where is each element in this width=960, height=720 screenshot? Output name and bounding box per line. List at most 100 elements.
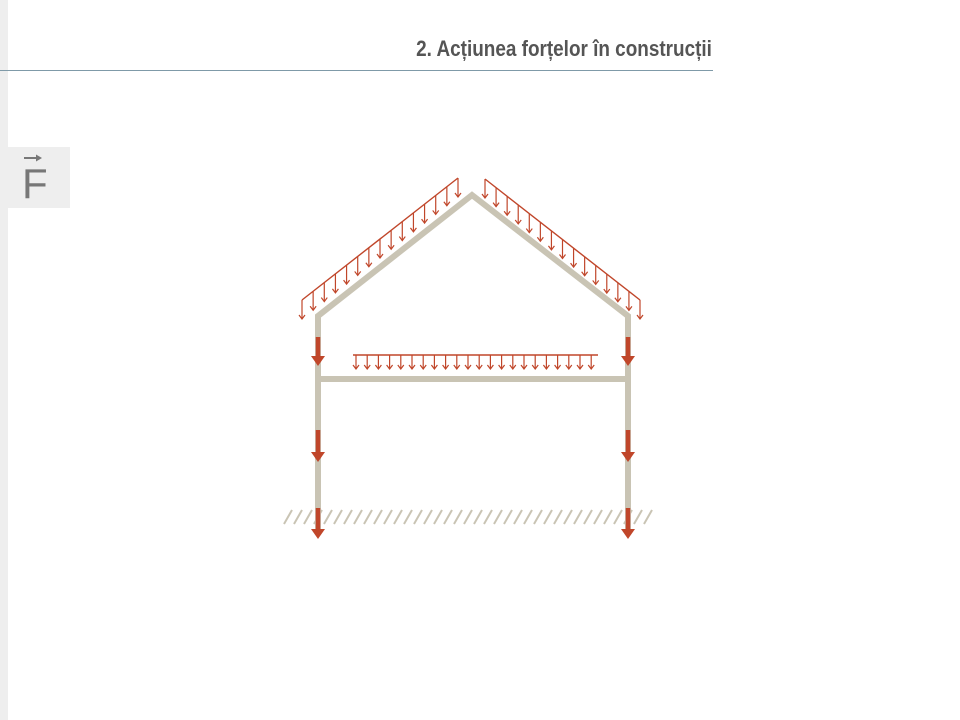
ground-hatch-mark (593, 509, 603, 525)
load-arrow-head (365, 262, 373, 268)
building-frame (315, 191, 631, 532)
force-vector-badge: F (8, 147, 70, 208)
load-arrow-head (408, 364, 416, 370)
force-vector-icon: F (22, 154, 48, 207)
ground-hatch-mark (553, 509, 563, 525)
load-arrow-head (509, 364, 517, 370)
load-arrow-head (443, 201, 451, 207)
ground-hatch-mark (363, 509, 373, 525)
load-arrow-head (430, 364, 438, 370)
load-arrow-head (421, 218, 429, 225)
load-arrow-head (636, 314, 644, 320)
load-arrow-head (354, 271, 362, 277)
ground-hatch-mark (453, 509, 463, 525)
ground-hatch-mark (603, 509, 613, 525)
load-arrow-head (481, 193, 489, 199)
ground-hatch-mark (383, 509, 393, 525)
ground-hatch-mark (293, 509, 303, 525)
load-arrow-head (525, 228, 533, 234)
force-symbol: F (22, 160, 48, 207)
point-load-head (311, 529, 325, 539)
load-arrow-head (320, 297, 328, 303)
left-margin-strip (0, 0, 8, 720)
load-arrow-head (376, 253, 384, 259)
point-load-head (311, 356, 325, 366)
roof-load-right (481, 178, 644, 320)
load-arrow-head (581, 271, 589, 277)
ground-hatch-mark (413, 509, 423, 525)
ground-hatch-mark (563, 509, 573, 525)
load-arrow-head (409, 227, 417, 233)
ground-hatch (283, 509, 653, 525)
ground-hatch-mark (573, 509, 583, 525)
load-arrow-head (386, 364, 394, 370)
load-arrow-head (592, 280, 600, 286)
load-arrow-head (492, 202, 500, 208)
load-arrow-head (464, 364, 472, 370)
load-arrow-head (547, 245, 555, 251)
load-arrow-head (486, 364, 494, 370)
load-arrow-head (576, 364, 584, 370)
ground-hatch-mark (303, 509, 313, 525)
load-arrow-head (570, 262, 578, 269)
load-arrow-head (542, 364, 550, 370)
ground-hatch-mark (473, 509, 483, 525)
load-arrow-head (498, 364, 506, 370)
load-arrow-head (298, 314, 306, 320)
load-arrow-head (387, 244, 395, 251)
ground-hatch-mark (613, 509, 623, 525)
load-arrow-head (536, 236, 544, 243)
load-arrow-head (520, 364, 528, 370)
load-arrow-head (419, 364, 427, 370)
ground-hatch-mark (503, 509, 513, 525)
ground-hatch-mark (353, 509, 363, 525)
load-arrow-head (559, 254, 566, 260)
ground-hatch-mark (523, 509, 533, 525)
ground-hatch-mark (533, 509, 543, 525)
ground-hatch-mark (333, 509, 343, 525)
load-arrow-head (565, 364, 573, 370)
load-arrow-head (453, 364, 461, 370)
ground-hatch-mark (643, 509, 653, 525)
column-point-loads (311, 337, 635, 539)
ground-hatch-mark (583, 509, 593, 525)
point-load-head (621, 356, 635, 366)
ground-hatch-mark (343, 509, 353, 525)
load-arrow-head (503, 210, 511, 217)
page-title: 2. Acțiunea forțelor în construcții (416, 36, 712, 61)
ground-hatch-mark (463, 509, 473, 525)
ground-hatch-mark (373, 509, 383, 525)
load-arrow-head (442, 364, 450, 370)
load-arrow-head (352, 364, 360, 370)
ground-hatch-mark (513, 509, 523, 525)
point-load-head (621, 452, 635, 462)
load-arrow-head (331, 288, 339, 294)
ground-hatch-mark (633, 509, 643, 525)
ground-hatch-mark (283, 509, 293, 525)
load-arrow-head (374, 364, 382, 370)
ground-hatch-mark (403, 509, 413, 525)
load-arrow-head (397, 364, 405, 370)
ground-hatch-mark (493, 509, 503, 525)
floor-distributed-load (352, 354, 598, 370)
load-arrow-head (398, 236, 406, 242)
load-arrow-head (625, 305, 633, 312)
load-arrow-head (363, 364, 371, 370)
load-arrow-head (603, 288, 611, 295)
ground-hatch-mark (423, 509, 433, 525)
ground-hatch-mark (433, 509, 443, 525)
ground-hatch-mark (443, 509, 453, 525)
load-arrow-head (454, 192, 462, 198)
ground-hatch-mark (543, 509, 553, 525)
header-divider (0, 70, 713, 71)
roof-load-left (298, 177, 462, 320)
load-arrow-head (309, 305, 317, 312)
load-arrow-head (432, 210, 440, 216)
ground-hatch-mark (323, 509, 333, 525)
point-load-head (621, 529, 635, 539)
load-arrow-head (475, 364, 483, 370)
roof-and-walls (315, 191, 631, 532)
load-arrow-head (554, 364, 562, 370)
point-load-head (311, 452, 325, 462)
